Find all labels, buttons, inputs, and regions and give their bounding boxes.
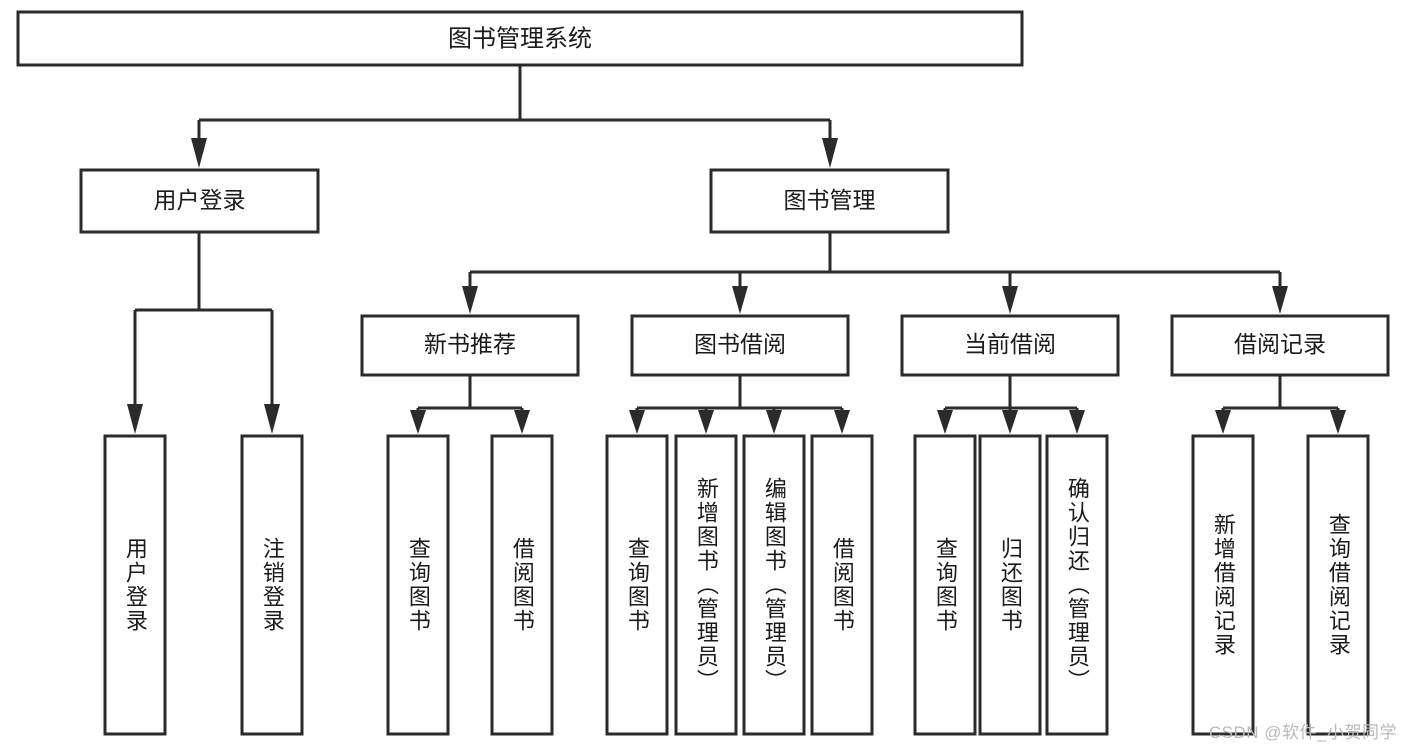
- node-book-borrow[interactable]: 图书借阅: [630, 314, 850, 377]
- node-new-book-recommend[interactable]: 新书推荐: [360, 314, 580, 377]
- leaf-edit-book-box[interactable]: [742, 434, 806, 736]
- node-root-box[interactable]: [16, 10, 1024, 67]
- arrow-to-new-book-recommend: [462, 286, 478, 314]
- arrow-leaf-logout-login: [264, 404, 280, 434]
- node-root-book-management-system[interactable]: 图书管理系统: [16, 10, 1024, 67]
- node-user-login-label: 用户登录: [154, 187, 246, 213]
- leaf-confirm-return-box[interactable]: [1045, 434, 1109, 736]
- arrow-leaf-borrow-book-2: [834, 410, 850, 434]
- node-book-borrow-box[interactable]: [630, 314, 850, 377]
- arrow-to-user-login: [191, 138, 207, 168]
- csdn-watermark: CSDN @软件_小贺同学: [1208, 723, 1397, 742]
- arrow-to-book-borrow: [732, 286, 748, 314]
- node-user-login[interactable]: 用户登录: [79, 168, 320, 234]
- leaf-logout-login-box[interactable]: [240, 434, 304, 736]
- arrow-to-borrow-record: [1272, 286, 1288, 314]
- arrow-leaf-user-login: [127, 404, 143, 434]
- arrow-leaf-query-record: [1330, 410, 1346, 434]
- connectors-book-management-to-level3: [462, 232, 1288, 314]
- arrow-leaf-edit-book: [766, 410, 782, 434]
- node-new-book-recommend-box[interactable]: [360, 314, 580, 377]
- arrow-to-current-borrow: [1002, 286, 1018, 314]
- node-current-borrow-label: 当前借阅: [964, 331, 1056, 357]
- node-root-label: 图书管理系统: [448, 25, 592, 52]
- leaf-query-book-3-box[interactable]: [913, 434, 977, 736]
- node-current-borrow[interactable]: 当前借阅: [900, 314, 1120, 377]
- node-new-book-recommend-label: 新书推荐: [424, 331, 516, 357]
- node-book-management-label: 图书管理: [784, 187, 876, 213]
- arrow-leaf-add-record: [1215, 410, 1231, 434]
- node-borrow-record[interactable]: 借阅记录: [1170, 314, 1390, 377]
- arrow-to-book-management: [822, 138, 838, 168]
- leaf-borrow-book-2-box[interactable]: [810, 434, 874, 736]
- node-book-borrow-label: 图书借阅: [694, 331, 786, 357]
- arrow-leaf-borrow-book-1: [514, 410, 530, 434]
- leaf-query-book-2-box[interactable]: [605, 434, 669, 736]
- leaf-boxes: [103, 434, 1370, 736]
- arrow-leaf-confirm-return: [1069, 410, 1085, 434]
- leaf-add-book-box[interactable]: [674, 434, 738, 736]
- arrow-leaf-query-book-1: [410, 410, 426, 434]
- node-user-login-box[interactable]: [79, 168, 320, 234]
- arrow-leaf-query-book-3: [937, 410, 953, 434]
- leaf-return-book-box[interactable]: [978, 434, 1042, 736]
- leaf-query-record-box[interactable]: [1306, 434, 1370, 736]
- node-current-borrow-box[interactable]: [900, 314, 1120, 377]
- arrow-leaf-return-book: [1002, 410, 1018, 434]
- leaf-user-login-box[interactable]: [103, 434, 167, 736]
- node-borrow-record-box[interactable]: [1170, 314, 1390, 377]
- node-book-management[interactable]: 图书管理: [709, 168, 950, 234]
- node-borrow-record-label: 借阅记录: [1234, 331, 1326, 357]
- arrow-leaf-add-book: [698, 410, 714, 434]
- leaf-borrow-book-1-box[interactable]: [490, 434, 554, 736]
- connectors-new-book-recommend-to-leaves: [410, 375, 530, 434]
- connectors-user-login-to-leaves: [127, 232, 280, 434]
- connectors-root-to-level2: [191, 65, 838, 168]
- connectors-current-borrow-to-leaves: [937, 375, 1085, 434]
- leaf-add-record-box[interactable]: [1191, 434, 1255, 736]
- connectors-borrow-record-to-leaves: [1215, 375, 1346, 434]
- node-book-management-box[interactable]: [709, 168, 950, 234]
- arrow-leaf-query-book-2: [629, 410, 645, 434]
- leaf-query-book-1-box[interactable]: [386, 434, 450, 736]
- connectors-book-borrow-to-leaves: [629, 375, 850, 434]
